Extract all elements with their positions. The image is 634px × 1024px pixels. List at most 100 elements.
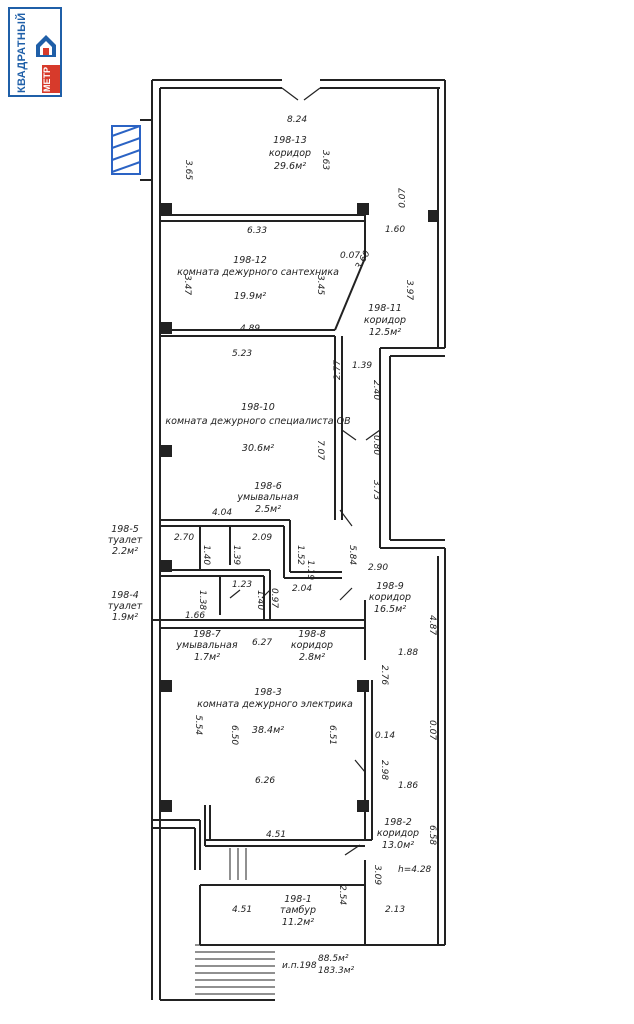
room-name: умывальная [175, 640, 237, 651]
room-name: комната дежурного специалиста ОВ [165, 416, 350, 427]
room-198-6: 198-6 умывальная 2.5м² [236, 481, 298, 515]
room-code: 198-8 [298, 629, 326, 640]
dimension-label: h=4.28 [398, 865, 432, 875]
dimension-label: 3.47 [182, 275, 192, 295]
dimension-label: 4.04 [212, 508, 232, 518]
dimension-label: 2.04 [292, 584, 312, 594]
staircase [195, 848, 275, 995]
dimension-label: 1.38 [197, 590, 207, 610]
room-198-8: 198-8 коридор 2.8м² [291, 629, 333, 663]
room-code: 198-2 [384, 817, 412, 828]
house-icon [36, 35, 56, 57]
dimension-label: 4.51 [266, 830, 286, 840]
room-name: коридор [269, 148, 311, 159]
dimension-label: 1.52 [295, 545, 305, 565]
room-area: 2.8м² [299, 652, 325, 663]
room-name: тамбур [280, 905, 316, 916]
room-name: коридор [369, 592, 411, 603]
dimension-label: 1.40 [201, 545, 211, 565]
room-198-1: 198-1 тамбур 11.2м² [280, 894, 316, 928]
room-code: 198-4 [111, 590, 139, 601]
unit-summary: и.п.198 88.5м² 183.3м² [282, 954, 355, 976]
room-198-3: 198-3 комната дежурного электрика 38.4м² [197, 687, 353, 736]
room-198-10: 198-10 комната дежурного специалиста ОВ … [165, 402, 350, 454]
dimension-label: 1.88 [398, 648, 418, 658]
dimension-label: 3.09 [372, 865, 382, 885]
dimension-label: 2.90 [368, 563, 388, 573]
room-name: комната дежурного сантехника [177, 267, 339, 278]
room-name: туалет [108, 601, 143, 612]
dimension-label: 8.24 [287, 115, 307, 125]
unit-label: и.п.198 [282, 961, 317, 971]
dimension-label: 3.97 [404, 280, 414, 300]
room-area: 13.0м² [382, 840, 414, 851]
dimension-label: 6.33 [247, 226, 267, 236]
dimension-label: 6.50 [229, 725, 239, 745]
columns [160, 203, 438, 812]
unit-area-2: 183.3м² [318, 966, 355, 976]
dimension-label: 1.40 [255, 590, 265, 610]
dimension-label: 2.54 [337, 885, 347, 905]
dimension-label: 0.07 [398, 188, 408, 208]
room-code: 198-1 [284, 894, 312, 905]
dimension-label: 5.84 [347, 545, 357, 565]
dimension-label: 2.98 [379, 760, 389, 780]
dimension-label: 6.58 [427, 825, 437, 845]
room-name: комната дежурного электрика [197, 699, 353, 710]
room-198-11: 198-11 коридор 12.5м² [364, 303, 406, 338]
logo: КВАДРАТНЫЙ МЕТР [8, 7, 62, 97]
room-name: коридор [364, 315, 406, 326]
room-198-9: 198-9 коридор 16.5м² [369, 581, 411, 615]
dimension-label: 6.27 [252, 638, 272, 648]
dimension-label: 2.40 [371, 380, 381, 400]
dimension-label: 2.09 [252, 533, 272, 543]
dimension-label: 2.76 [379, 665, 389, 685]
room-198-7: 198-7 умывальная 1.7м² [175, 629, 237, 663]
dimension-label: 1.86 [398, 781, 418, 791]
room-code: 198-12 [233, 255, 267, 266]
room-name: умывальная [236, 492, 298, 503]
room-198-13: 198-13 коридор 29.6м² [269, 135, 311, 172]
dimension-label: 3.63 [320, 150, 330, 170]
dimension-label: 1.60 [385, 225, 405, 235]
walls [151, 79, 446, 1001]
dimension-label: 6.26 [255, 776, 275, 786]
room-code: 198-10 [241, 402, 275, 413]
dimension-label: 6.51 [327, 725, 337, 745]
dimension-label: 0.07 [340, 251, 360, 261]
room-code: 198-9 [376, 581, 404, 592]
dimension-label: 1.39 [352, 361, 372, 371]
dimension-label: 2.77 [333, 360, 343, 380]
room-code: 198-11 [368, 303, 402, 314]
dimension-label: 0.80 [371, 435, 381, 455]
room-name: коридор [291, 640, 333, 651]
dimension-label: 3.45 [315, 275, 325, 295]
dimension-label: 0.97 [269, 588, 279, 608]
room-area: 2.5м² [255, 504, 281, 515]
dimension-label: 0.07 [427, 720, 437, 740]
room-code: 198-5 [111, 524, 139, 535]
dimension-label: 1.23 [232, 580, 252, 590]
dimension-label: 0.14 [375, 731, 395, 741]
dimension-label: 1.19 [305, 560, 315, 580]
dimension-label: 7.07 [315, 440, 325, 460]
room-area: 19.9м² [234, 291, 266, 302]
doors [229, 87, 381, 856]
room-code: 198-6 [254, 481, 282, 492]
dimension-label: 5.23 [232, 349, 252, 359]
dimension-label: 2.13 [385, 905, 405, 915]
room-area: 2.2м² [112, 546, 138, 557]
unit-area-1: 88.5м² [318, 954, 349, 964]
dimension-label: 4.51 [232, 905, 252, 915]
room-198-5: 198-5 туалет 2.2м² [108, 524, 143, 557]
room-area: 11.2м² [282, 917, 314, 928]
room-name: коридор [377, 828, 419, 839]
dimension-label: 3.65 [183, 160, 193, 180]
dimension-label: 3.73 [371, 480, 381, 500]
room-198-4: 198-4 туалет 1.9м² [108, 590, 143, 623]
room-198-12: 198-12 комната дежурного сантехника 19.9… [177, 255, 339, 302]
room-198-2: 198-2 коридор 13.0м² [377, 817, 419, 851]
dimension-label: 1.39 [231, 545, 241, 565]
room-labels: 198-13 коридор 29.6м² 198-12 комната деж… [108, 135, 419, 928]
